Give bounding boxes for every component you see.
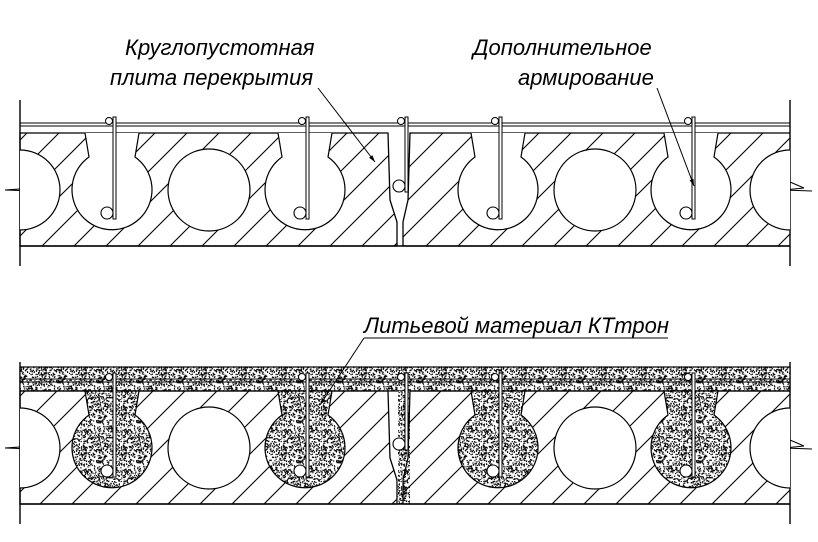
label-rebar-line2: армирование [518,65,654,90]
label-slab-line2: плита перекрытия [110,65,313,90]
rebar-hook-bottom [679,206,693,220]
hollow-core [167,148,251,232]
core-partial [749,407,791,489]
opened-core [71,390,153,489]
vertical-rebar [498,372,503,478]
opened-core [457,390,539,489]
leader-material [319,337,365,406]
rebar-hook-bottom [486,206,500,220]
vertical-rebar [691,372,696,478]
opened-core [71,132,153,231]
rebar-hook-top [298,117,306,125]
label-slab-line1: Круглопустотная [125,35,315,60]
rebar-hook-bottom [293,206,307,220]
section-after [4,362,813,524]
rebar-hook-bottom [392,437,406,451]
rebar-hook-top [491,117,499,125]
vertical-rebar [112,372,117,478]
core-partial [749,149,791,231]
rebar-hook-bottom [486,464,500,478]
opened-core [264,132,346,231]
opened-core [457,132,539,231]
rebar-hook-top [298,373,306,381]
vertical-rebar [305,116,310,220]
rebar-hook-top [397,117,405,125]
hollow-core [553,148,637,232]
rebar-hook-bottom [293,464,307,478]
rebar-hook-bottom [100,464,114,478]
core-partial [19,407,61,489]
break-symbol-right [783,181,813,192]
vertical-rebar [305,372,310,478]
leader-rebar [656,87,695,187]
vertical-rebar [691,116,696,220]
vertical-rebar [498,116,503,220]
rebar-hook-bottom [100,206,114,220]
rebar-hook-top [105,373,113,381]
hollow-core [167,406,251,490]
vertical-rebar [404,372,409,451]
vertical-rebar [404,116,409,193]
joint-fill [397,480,403,504]
rebar-hook-top [397,373,405,381]
rebar-hook-bottom [392,179,406,193]
rebar-hook-top [684,373,692,381]
label-rebar-line1: Дополнительное [470,35,652,60]
rebar-hook-top [105,117,113,125]
rebar-hook-top [684,117,692,125]
section-before [4,100,813,266]
opened-core [264,390,346,489]
core-partial [19,149,61,231]
opened-core [650,390,732,489]
hollow-core [553,406,637,490]
label-material: Литьевой материал КТтрон [362,313,669,338]
break-symbol-right [783,439,813,450]
leader-slab [317,87,376,163]
vertical-rebar [112,116,117,220]
rebar-hook-top [491,373,499,381]
rebar-hook-bottom [679,464,693,478]
